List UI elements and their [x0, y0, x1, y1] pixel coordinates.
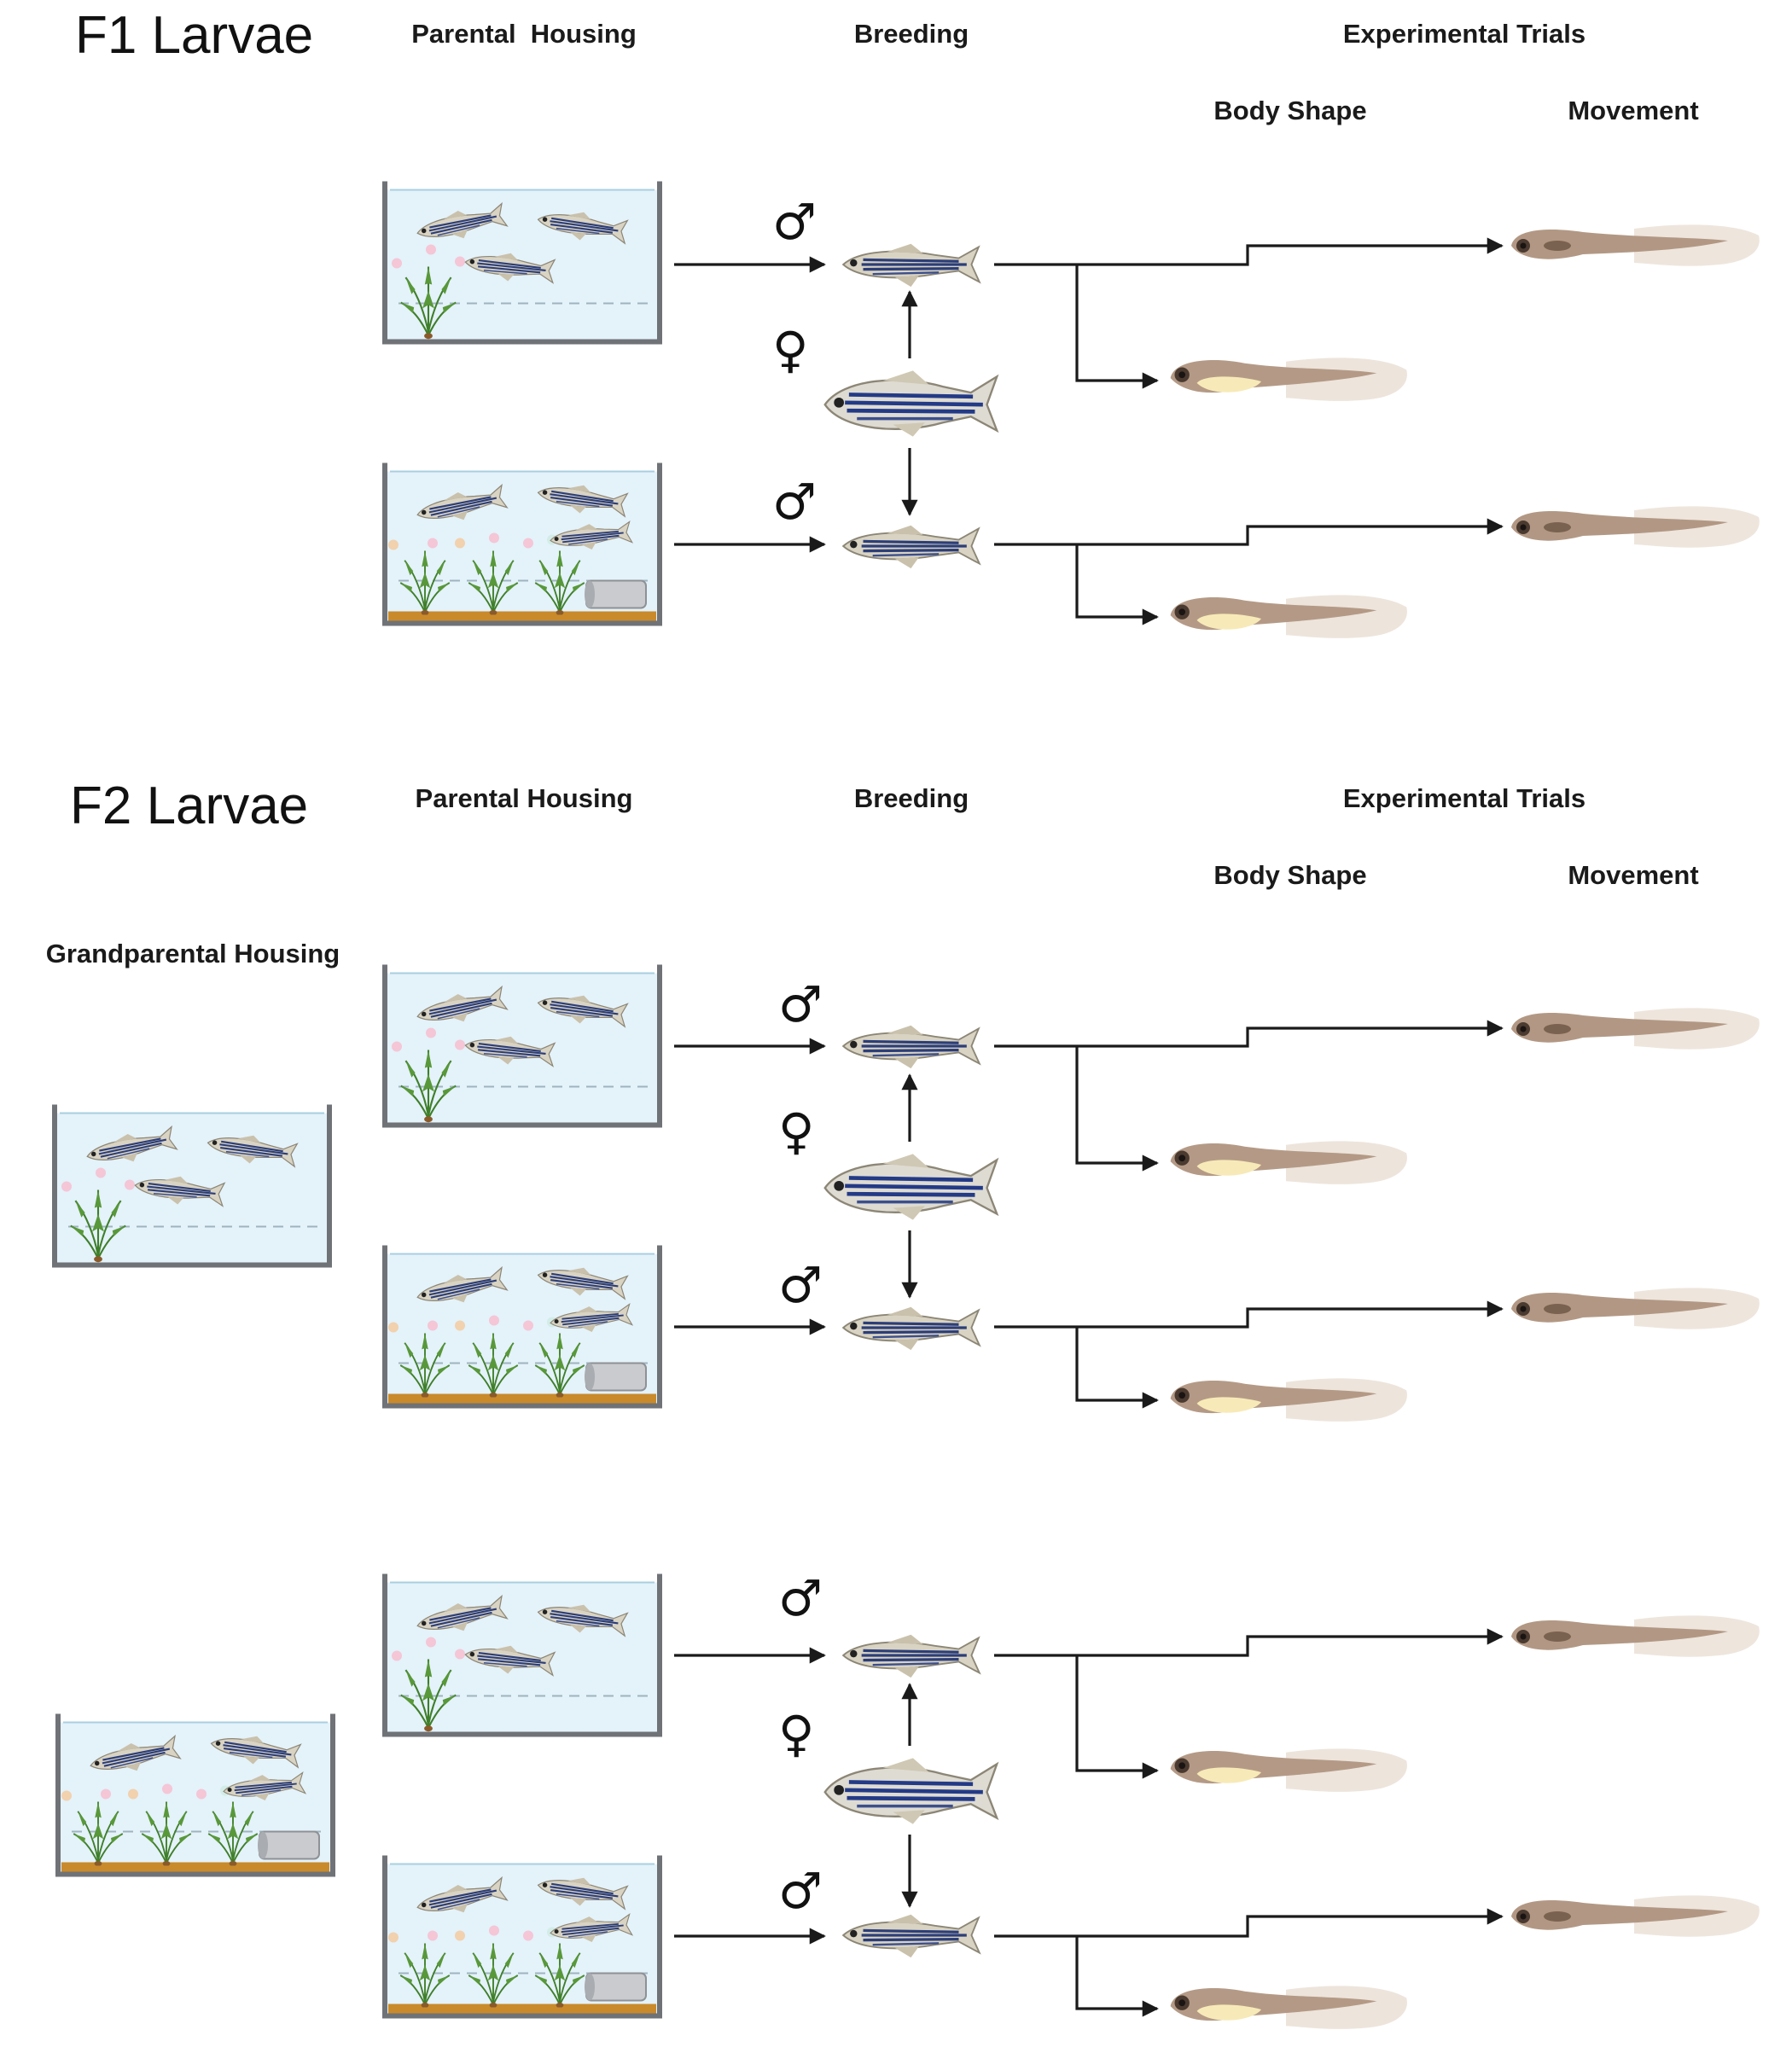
f2-parental-enriched-tank-1	[385, 1246, 660, 1406]
f1-body-shape-larva-1	[1170, 358, 1407, 401]
f2-male-symbol-1: ♂	[778, 975, 823, 1033]
f2-female-symbol-2: ♀	[778, 1705, 814, 1763]
f2-movement-larva-1	[1511, 1008, 1760, 1050]
f1-female-fish	[825, 370, 997, 436]
f2-parental-basic-tank-2	[385, 1574, 660, 1735]
f1-male-symbol-2: ♂	[772, 473, 817, 531]
f1-parental-housing-header: Parental Housing	[411, 19, 637, 49]
f2-body-shape-larva-3	[1170, 1748, 1407, 1792]
f1-male-fish-2	[841, 523, 981, 570]
f2-arrows-group-b	[674, 1628, 1504, 2017]
f2-male-symbol-4: ♂	[778, 1862, 823, 1920]
f2-grandparental-basic-tank	[55, 1105, 329, 1265]
f2-parental-enriched-tank-2	[385, 1856, 660, 2016]
f2-title: F2 Larvae	[70, 776, 308, 835]
f2-parental-housing-header: Parental Housing	[416, 783, 633, 813]
f2-parental-basic-tank-1	[385, 965, 660, 1125]
f2-male-symbol-2: ♂	[778, 1256, 823, 1314]
f2-body-shape-larva-2	[1170, 1378, 1407, 1422]
f2-female-symbol-1: ♀	[778, 1102, 814, 1160]
f2-section: F2 Larvae Parental Housing Breeding Expe…	[46, 776, 1760, 2029]
f1-body-shape-header: Body Shape	[1213, 96, 1366, 125]
f1-body-shape-larva-2	[1170, 595, 1407, 638]
f2-male-symbol-3: ♂	[778, 1569, 823, 1627]
f2-female-fish-2	[825, 1758, 997, 1823]
f2-grandparental-enriched-tank	[58, 1714, 333, 1875]
f2-body-shape-header: Body Shape	[1213, 860, 1366, 890]
f1-section: F1 Larvae Parental Housing Breeding Expe…	[75, 6, 1760, 638]
f2-male-fish-3	[841, 1632, 981, 1679]
f1-breeding-header: Breeding	[854, 19, 969, 49]
f2-arrows-group-a	[674, 1020, 1504, 1409]
f2-male-fish-2	[841, 1305, 981, 1352]
f1-enriched-tank	[385, 463, 660, 624]
f2-movement-header: Movement	[1568, 860, 1698, 890]
f2-experimental-trials-header: Experimental Trials	[1343, 783, 1585, 813]
f1-female-symbol: ♀	[772, 321, 808, 379]
f2-male-fish-4	[841, 1912, 981, 1959]
f1-male-symbol-1: ♂	[772, 193, 817, 251]
f2-male-fish-1	[841, 1023, 981, 1070]
f2-body-shape-larva-4	[1170, 1986, 1407, 2029]
f2-body-shape-larva-1	[1170, 1141, 1407, 1184]
f2-female-fish-1	[825, 1154, 997, 1219]
f1-movement-header: Movement	[1568, 96, 1698, 125]
f2-breeding-header: Breeding	[854, 783, 969, 813]
f1-male-fish-1	[841, 241, 981, 288]
f2-movement-larva-2	[1511, 1288, 1760, 1329]
f1-movement-larva-1	[1511, 224, 1760, 266]
f2-grandparental-housing-header: Grandparental Housing	[46, 939, 340, 968]
f1-arrows	[674, 237, 1504, 625]
f1-basic-tank	[385, 182, 660, 342]
f1-title: F1 Larvae	[75, 6, 313, 65]
f2-movement-larva-4	[1511, 1895, 1760, 1937]
f2-movement-larva-3	[1511, 1615, 1760, 1657]
f1-experimental-trials-header: Experimental Trials	[1343, 19, 1585, 49]
f1-movement-larva-2	[1511, 506, 1760, 548]
